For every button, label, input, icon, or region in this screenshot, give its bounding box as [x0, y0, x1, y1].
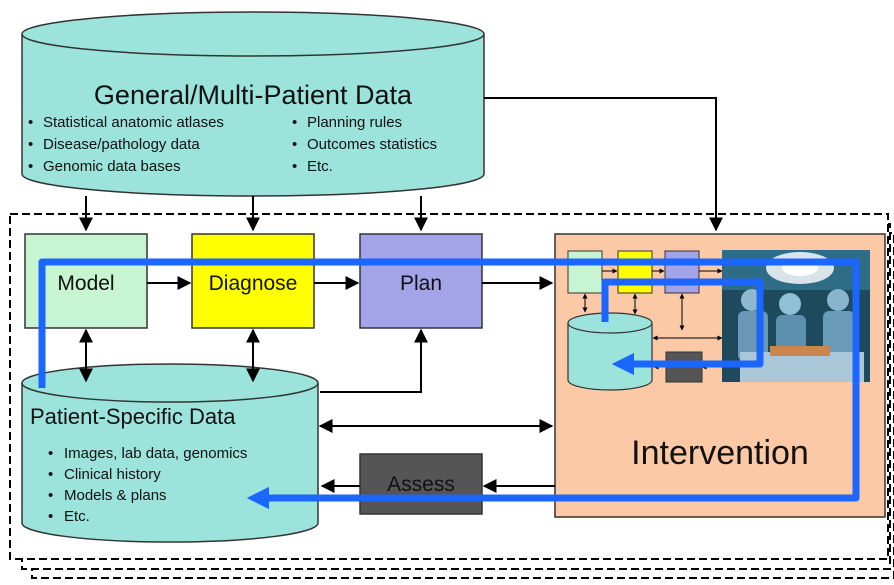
mini-patient-cylinder: [567, 312, 653, 391]
patient-data-title: Patient-Specific Data: [30, 404, 236, 429]
bullet-dot: •: [28, 158, 33, 175]
plan-label: Plan: [400, 272, 442, 295]
bullet-dot: •: [48, 466, 53, 483]
mini-plan-box: [664, 250, 700, 294]
intervention-label: Intervention: [631, 434, 809, 472]
diagnose-label: Diagnose: [209, 272, 298, 295]
general-bullet-right-1: Planning rules: [307, 114, 402, 131]
patient-bullet-4: Etc.: [64, 508, 90, 525]
general-data-arrows: [79, 97, 723, 232]
bullet-dot: •: [292, 158, 297, 175]
general-bullet-left-3: Genomic data bases: [43, 158, 181, 175]
patient-bullet-3: Models & plans: [64, 487, 167, 504]
model-label: Model: [57, 272, 114, 295]
patient-bullet-1: Images, lab data, genomics: [64, 445, 247, 462]
bullet-dot: •: [292, 136, 297, 153]
general-bullet-left-1: Statistical anatomic atlases: [43, 114, 224, 131]
bullet-dot: •: [28, 136, 33, 153]
general-data-title: General/Multi-Patient Data: [94, 80, 413, 110]
general-bullet-right-3: Etc.: [307, 158, 333, 175]
surgery-photo: [722, 250, 870, 382]
mini-diagnose-box: [617, 250, 653, 294]
patient-data-arrows: [79, 328, 554, 433]
mini-model-box: [567, 250, 603, 294]
diagnose-box: Diagnose: [191, 233, 315, 329]
assess-label: Assess: [387, 473, 455, 496]
general-bullet-left-2: Disease/pathology data: [43, 136, 200, 153]
bullet-dot: •: [28, 114, 33, 131]
feedback-loop-arrows: [38, 258, 860, 510]
plan-box: Plan: [359, 233, 483, 329]
bullet-dot: •: [48, 445, 53, 462]
patient-bullet-2: Clinical history: [64, 466, 161, 483]
bullet-dot: •: [48, 487, 53, 504]
assess-box: Assess: [359, 453, 483, 515]
bullet-dot: •: [48, 508, 53, 525]
patient-data-cylinder: Patient-Specific Data • Images, lab data…: [21, 363, 319, 543]
general-data-cylinder: General/Multi-Patient Data • Statistical…: [21, 11, 485, 197]
general-bullet-right-2: Outcomes statistics: [307, 136, 437, 153]
dashed-frame-back: [31, 232, 894, 579]
bullet-dot: •: [292, 114, 297, 131]
